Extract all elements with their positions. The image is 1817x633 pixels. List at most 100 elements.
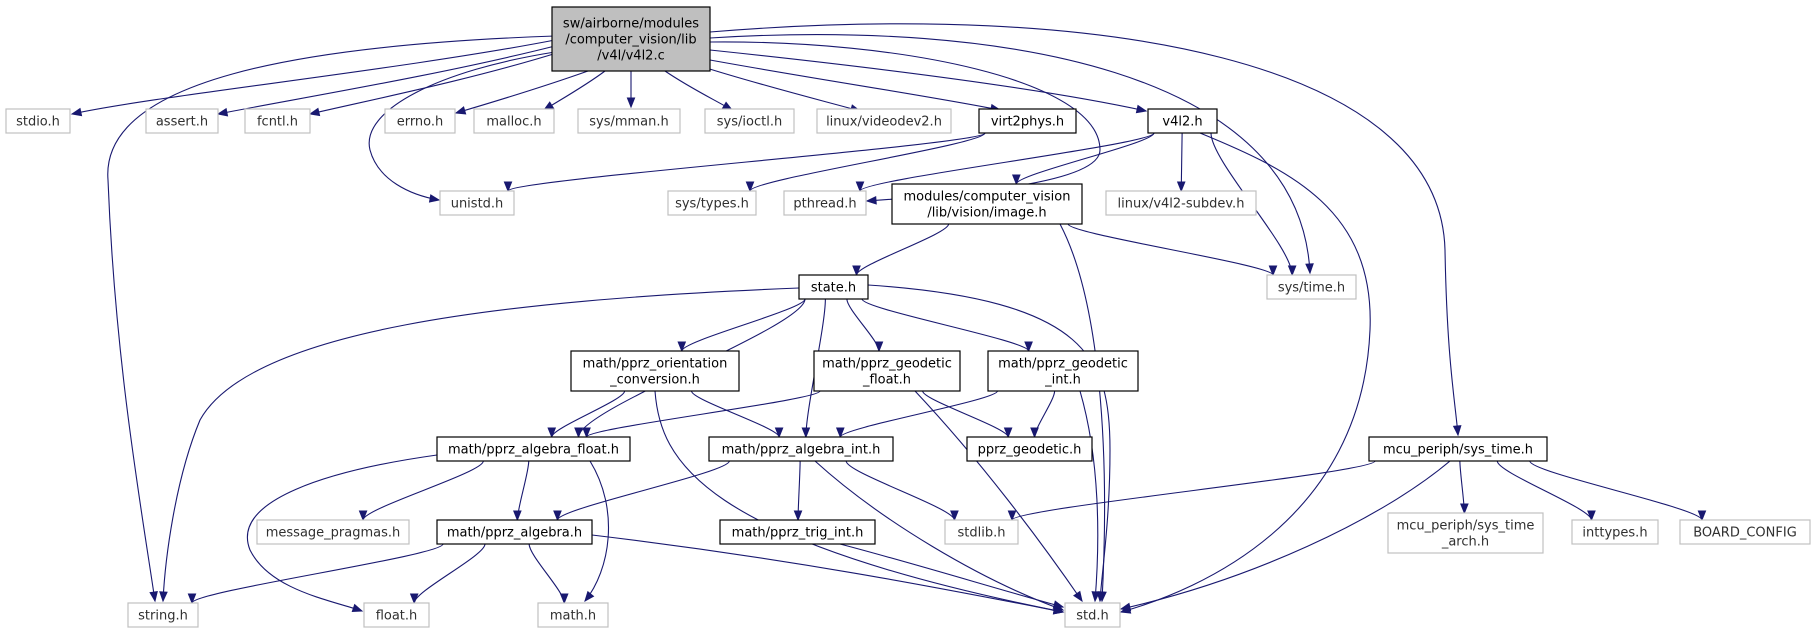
edge-algebra_h-to-math_h bbox=[528, 543, 565, 604]
node-box bbox=[944, 519, 1019, 545]
edge-algebra_int_h-to-stdlib_h bbox=[845, 460, 955, 521]
node-orientation-h[interactable]: math/pprz_orientation_conversion.h bbox=[570, 350, 740, 392]
node-mcu-sys-time-h[interactable]: mcu_periph/sys_time.h bbox=[1368, 436, 1548, 462]
edge-v4l2_c-to-linux_videodev2_h bbox=[699, 65, 861, 112]
arrowhead-algebra_h-to-math_h bbox=[559, 593, 569, 605]
edge-v4l2_c-to-virt2phys_h bbox=[709, 59, 1001, 111]
node-v4l2-c[interactable]: sw/airborne/modules/computer_vision/lib/… bbox=[551, 6, 711, 72]
arrowhead-geodetic_float_h-to-pprz_geodetic_h bbox=[1003, 427, 1013, 439]
node-box bbox=[1064, 602, 1121, 628]
node-label: sw/airborne/modules bbox=[563, 17, 699, 32]
node-box bbox=[798, 274, 869, 300]
arrowhead-mcu_sys_time_h-to-std_h bbox=[1119, 602, 1132, 612]
node-image-h[interactable]: modules/computer_vision/lib/vision/image… bbox=[891, 183, 1083, 225]
node-box bbox=[577, 108, 681, 134]
node-label: errno.h bbox=[397, 115, 444, 130]
node-malloc-h: malloc.h bbox=[473, 108, 555, 134]
arrowhead-geodetic_float_h-to-std_h bbox=[1073, 590, 1083, 603]
node-label: BOARD_CONFIG bbox=[1693, 526, 1797, 541]
edge-image_h-to-state_h bbox=[855, 223, 950, 276]
edge-geodetic_int_h-to-std_h bbox=[1079, 390, 1099, 602]
node-geodetic-int-h[interactable]: math/pprz_geodetic_int.h bbox=[987, 350, 1139, 392]
edge-state_h-to-std_h bbox=[867, 284, 1111, 602]
arrowhead-v4l2_c-to-unistd_h bbox=[428, 194, 441, 203]
arrowhead-algebra_h-to-float_h bbox=[409, 593, 419, 605]
arrowhead-algebra_h-to-std_h bbox=[1052, 605, 1065, 615]
node-fcntl-h: fcntl.h bbox=[244, 108, 311, 134]
node-box bbox=[1147, 108, 1218, 134]
edge-virt2phys_h-to-unistd_h bbox=[507, 132, 986, 192]
arrowhead-orientation_h-to-algebra_float_h bbox=[547, 427, 557, 439]
node-algebra-int-h[interactable]: math/pprz_algebra_int.h bbox=[708, 436, 894, 462]
edge-algebra_float_h-to-math_h bbox=[584, 460, 609, 602]
node-label: stdio.h bbox=[16, 115, 60, 130]
edge-v4l2_c-to-stdio_h bbox=[71, 39, 556, 115]
node-label: math/pprz_geodetic bbox=[998, 357, 1128, 372]
node-label: message_pragmas.h bbox=[266, 526, 401, 541]
node-label: inttypes.h bbox=[1582, 526, 1647, 541]
node-label: sys/types.h bbox=[675, 197, 749, 212]
node-label: v4l2.h bbox=[1162, 115, 1202, 130]
arrowhead-v4l2_h-to-image_h bbox=[1011, 174, 1021, 186]
edge-v4l2_c-to-sys_time_h_sys bbox=[709, 34, 1311, 274]
node-label: math.h bbox=[550, 609, 596, 624]
node-box bbox=[1387, 512, 1544, 554]
node-box bbox=[551, 6, 711, 72]
node-box bbox=[1571, 519, 1659, 545]
arrowhead-algebra_float_h-to-math_h bbox=[584, 590, 595, 603]
arrowhead-v4l2_c-to-pthread_h bbox=[865, 195, 877, 205]
node-box bbox=[1105, 190, 1257, 216]
arrowhead-mcu_sys_time_h-to-board_config bbox=[1697, 510, 1707, 522]
node-pprz-geodetic-h[interactable]: pprz_geodetic.h bbox=[966, 436, 1093, 462]
node-stdlib-h: stdlib.h bbox=[944, 519, 1019, 545]
node-label: mcu_periph/sys_time bbox=[1397, 519, 1535, 534]
arrowhead-v4l2_c-to-assert_h bbox=[216, 107, 229, 117]
node-algebra-float-h[interactable]: math/pprz_algebra_float.h bbox=[436, 436, 631, 462]
node-label: math/pprz_algebra.h bbox=[447, 526, 582, 541]
node-sys-mman-h: sys/mman.h bbox=[577, 108, 681, 134]
edge-algebra_h-to-float_h bbox=[413, 543, 486, 604]
node-state-h[interactable]: state.h bbox=[798, 274, 869, 300]
node-box bbox=[439, 190, 515, 216]
arrowhead-geodetic_int_h-to-pprz_geodetic_h bbox=[1030, 427, 1039, 439]
node-v4l2-h[interactable]: v4l2.h bbox=[1147, 108, 1218, 134]
node-float-h: float.h bbox=[363, 602, 430, 628]
node-box bbox=[127, 602, 199, 628]
edge-v4l2_c-to-v4l2_h bbox=[709, 49, 1147, 112]
node-algebra-h[interactable]: math/pprz_algebra.h bbox=[436, 519, 593, 545]
node-label: _conversion.h bbox=[609, 373, 700, 388]
edge-v4l2_c-to-fcntl_h bbox=[309, 51, 561, 115]
node-label: _float.h bbox=[862, 373, 911, 388]
edge-state_h-to-string_h bbox=[162, 287, 800, 602]
edge-v4l2_c-to-mcu_sys_time_h bbox=[709, 23, 1459, 436]
edge-v4l2_c-to-errno_h bbox=[455, 70, 589, 114]
arrowhead-geodetic_float_h-to-algebra_float_h bbox=[582, 427, 591, 439]
edge-trig_int_h-to-std_h bbox=[839, 543, 1064, 608]
node-box bbox=[978, 108, 1077, 134]
node-trig-int-h[interactable]: math/pprz_trig_int.h bbox=[719, 519, 876, 545]
node-box bbox=[384, 108, 456, 134]
node-linux-videodev2-h: linux/videodev2.h bbox=[816, 108, 952, 134]
edge-v4l2_h-to-std_h bbox=[1120, 132, 1371, 613]
arrowhead-v4l2_h-to-pthread_h bbox=[855, 181, 865, 193]
arrowhead-state_h-to-algebra_float_h bbox=[574, 427, 583, 439]
node-label: malloc.h bbox=[486, 115, 541, 130]
node-std-h: std.h bbox=[1064, 602, 1121, 628]
node-label: math/pprz_orientation bbox=[583, 357, 728, 372]
node-geodetic-float-h[interactable]: math/pprz_geodetic_float.h bbox=[813, 350, 961, 392]
node-math-h: math.h bbox=[537, 602, 609, 628]
arrowhead-v4l2_c-to-stdio_h bbox=[70, 107, 83, 117]
node-box bbox=[783, 190, 867, 216]
arrowhead-mcu_sys_time_h-to-inttypes_h bbox=[1587, 510, 1596, 522]
node-sys-time-arch-h: mcu_periph/sys_time_arch.h bbox=[1387, 512, 1544, 554]
node-label: sys/time.h bbox=[1278, 281, 1345, 296]
node-message-pragmas-h: message_pragmas.h bbox=[256, 519, 410, 545]
node-box bbox=[537, 602, 609, 628]
edge-v4l2_c-to-unistd_h bbox=[368, 51, 556, 201]
edge-algebra_int_h-to-algebra_h bbox=[556, 460, 730, 521]
arrowhead-algebra_float_h-to-float_h bbox=[351, 603, 364, 613]
node-virt2phys-h[interactable]: virt2phys.h bbox=[978, 108, 1077, 134]
node-box bbox=[5, 108, 71, 134]
edge-mcu_sys_time_h-to-inttypes_h bbox=[1496, 460, 1592, 521]
node-label: linux/v4l2-subdev.h bbox=[1118, 197, 1245, 212]
